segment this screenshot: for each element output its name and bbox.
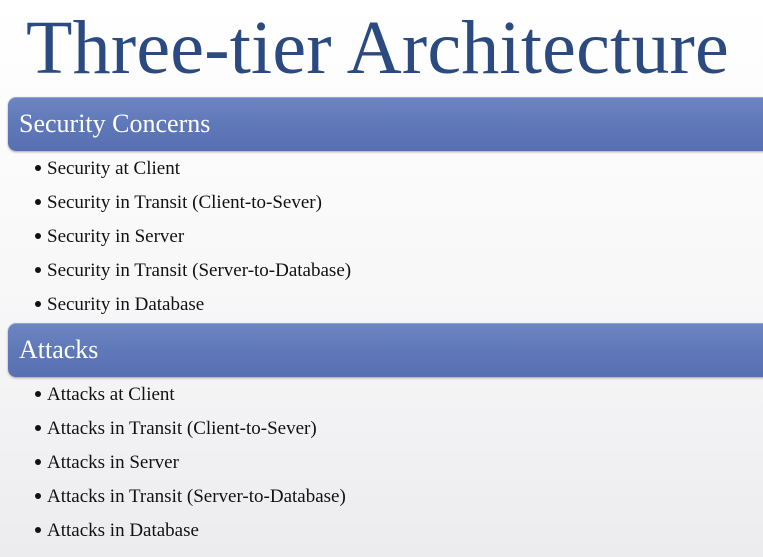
list-item: Attacks in Database xyxy=(35,519,346,543)
list-item-text: Attacks in Server xyxy=(47,452,179,473)
list-item-text: Attacks in Database xyxy=(47,520,199,541)
bullet-icon xyxy=(35,526,41,533)
bullet-icon xyxy=(35,198,41,205)
bullet-icon xyxy=(35,266,41,273)
attacks-list: Attacks at Client Attacks in Transit (Cl… xyxy=(35,383,346,553)
list-item: Attacks in Transit (Server-to-Database) xyxy=(35,485,346,509)
list-item-text: Security in Server xyxy=(47,226,185,247)
bullet-icon xyxy=(35,164,41,171)
list-item-text: Attacks in Transit (Server-to-Database) xyxy=(47,486,346,507)
bullet-icon xyxy=(35,232,41,239)
list-item: Attacks in Server xyxy=(35,451,346,475)
list-item: Security in Transit (Client-to-Sever) xyxy=(35,191,351,215)
bullet-icon xyxy=(35,300,41,307)
list-item: Security in Database xyxy=(35,293,351,317)
bullet-icon xyxy=(35,492,41,499)
section-header-attacks: Attacks xyxy=(8,323,763,377)
list-item: Attacks in Transit (Client-to-Sever) xyxy=(35,417,346,441)
list-item-text: Security in Transit (Client-to-Sever) xyxy=(47,192,322,213)
list-item: Security at Client xyxy=(35,157,351,181)
bullet-icon xyxy=(35,424,41,431)
list-item-text: Attacks at Client xyxy=(47,384,175,405)
list-item: Security in Transit (Server-to-Database) xyxy=(35,259,351,283)
list-item: Security in Server xyxy=(35,225,351,249)
list-item-text: Security at Client xyxy=(47,158,180,179)
slide-title: Three-tier Architecture xyxy=(26,6,729,90)
section-header-security-concerns: Security Concerns xyxy=(8,97,763,151)
list-item: Attacks at Client xyxy=(35,383,346,407)
list-item-text: Security in Database xyxy=(47,294,205,315)
bullet-icon xyxy=(35,458,41,465)
bullet-icon xyxy=(35,390,41,397)
list-item-text: Attacks in Transit (Client-to-Sever) xyxy=(47,418,317,439)
list-item-text: Security in Transit (Server-to-Database) xyxy=(47,260,352,281)
security-concerns-list: Security at Client Security in Transit (… xyxy=(35,157,351,327)
